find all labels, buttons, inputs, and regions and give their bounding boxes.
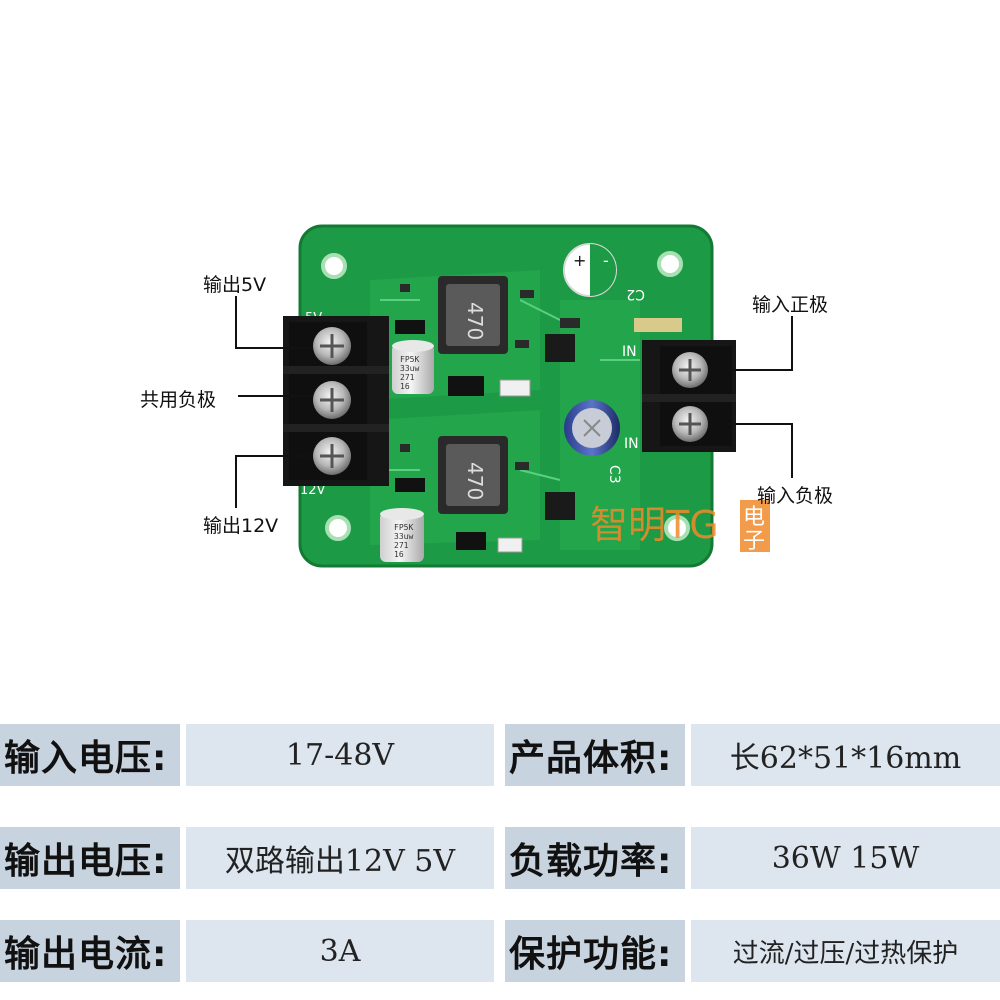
watermark-text: 智明TG — [590, 503, 719, 547]
spec-value: 17-48V — [186, 724, 494, 786]
spec-value: 3A — [186, 920, 494, 982]
spec-value: 过流/过压/过热保护 — [691, 920, 1000, 982]
capacitor-bottom — [380, 508, 424, 562]
inductor-top-label: 470 — [463, 302, 487, 340]
silk-12v: 12V — [300, 483, 326, 498]
inductor-top: 470 — [438, 276, 508, 354]
spec-table: 输入电压: 17-48V 产品体积: 长62*51*16mm 输出电压: 双路输… — [0, 724, 1000, 1000]
capacitor-top — [392, 340, 434, 394]
spec-label: 输入电压: — [0, 724, 180, 786]
spec-row: 输出电压: 双路输出12V 5V 负载功率: 36W 15W — [0, 827, 1000, 889]
silk-plus: + — [573, 251, 586, 270]
silk-c2: C2 — [626, 286, 645, 302]
silk-in-2: IN — [624, 436, 639, 452]
cap-top-line-3: 271 — [400, 373, 415, 382]
spec-label: 产品体积: — [505, 724, 685, 786]
smd-components — [395, 284, 682, 553]
watermark: 智明TG 电 子 — [590, 500, 770, 554]
silk-in-1: IN — [622, 344, 637, 360]
cap-bottom-line-2: 33uw — [394, 532, 413, 541]
inductor-bottom-label: 470 — [463, 462, 487, 500]
callout-output-12v: 输出12V — [203, 515, 279, 537]
cap-top-line-2: 33uw — [400, 364, 419, 373]
cap-top-line-4: 16 — [400, 382, 410, 391]
spec-row: 输出电流: 3A 保护功能: 过流/过压/过热保护 — [0, 920, 1000, 982]
spec-label: 保护功能: — [505, 920, 685, 982]
spec-value: 长62*51*16mm — [691, 724, 1000, 786]
spec-value: 双路输出12V 5V — [186, 827, 494, 889]
callout-output-5v: 输出5V — [203, 274, 267, 296]
spec-label: 输出电流: — [0, 920, 180, 982]
cap-bottom-line-4: 16 — [394, 550, 404, 559]
callout-input-negative: 输入负极 — [757, 485, 834, 507]
mount-hole-icon — [321, 253, 347, 279]
mount-hole-icon — [657, 251, 683, 277]
product-photo: + - C2 C3 IN IN 5V 12V 470 470 — [235, 224, 793, 568]
spec-label: 负载功率: — [505, 827, 685, 889]
mount-hole-icon — [325, 515, 351, 541]
watermark-box-bottom: 子 — [743, 529, 765, 554]
spec-label: 输出电压: — [0, 827, 180, 889]
spec-value: 36W 15W — [691, 827, 1000, 889]
cap-bottom-line-3: 271 — [394, 541, 409, 550]
silk-c3: C3 — [606, 465, 622, 484]
mount-hole-icon — [664, 515, 690, 541]
callout-lines — [235, 296, 793, 508]
inductor-bottom: 470 — [438, 436, 508, 514]
watermark-box-top: 电 — [743, 505, 765, 530]
cap-bottom-line-1: FP5K — [394, 523, 413, 532]
callout-input-positive: 输入正极 — [752, 294, 829, 316]
spec-row: 输入电压: 17-48V 产品体积: 长62*51*16mm — [0, 724, 1000, 786]
cap-top-line-1: FP5K — [400, 355, 419, 364]
capacitor-input — [564, 400, 620, 456]
terminal-block-input — [642, 340, 736, 452]
callout-common-negative: 共用负极 — [140, 389, 217, 411]
silk-minus: - — [603, 251, 609, 270]
terminal-block-output — [283, 316, 389, 486]
